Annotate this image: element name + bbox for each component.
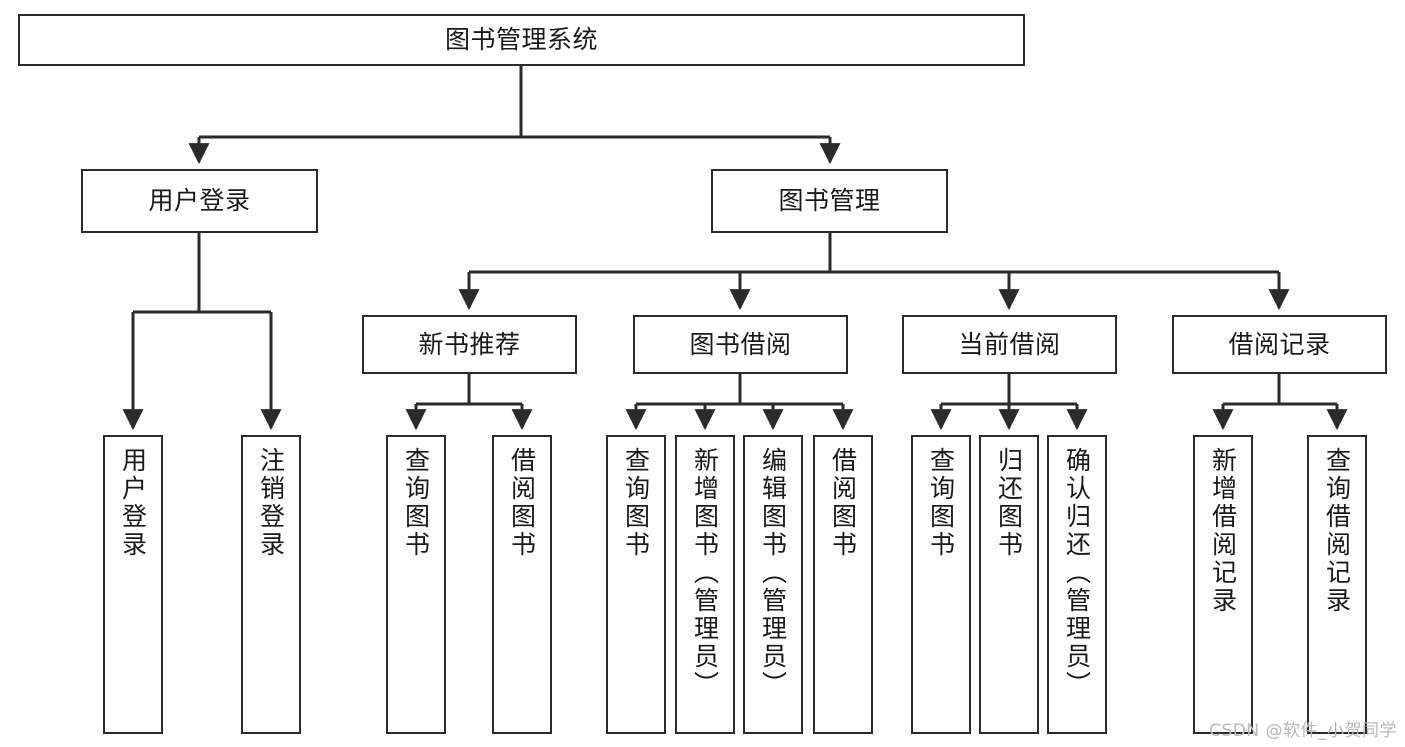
node-label: 查询图书 (621, 447, 651, 559)
leaf-add-book-admin[interactable]: 新增图书（管理员） (675, 435, 735, 734)
leaf-query-borrow-record[interactable]: 查询借阅记录 (1307, 435, 1367, 734)
node-label: 借阅记录 (1228, 329, 1331, 359)
leaf-query-book-current[interactable]: 查询图书 (911, 435, 971, 734)
node-label: 归还图书 (994, 447, 1024, 559)
node-label: 编辑图书（管理员） (758, 447, 788, 699)
leaf-query-book-borrow[interactable]: 查询图书 (606, 435, 666, 734)
node-new-book-recommend[interactable]: 新书推荐 (362, 315, 577, 374)
node-label: 查询图书 (926, 447, 956, 559)
node-label: 用户登录 (118, 447, 148, 559)
node-label: 新增图书（管理员） (690, 447, 720, 699)
leaf-borrow-book[interactable]: 借阅图书 (813, 435, 873, 734)
node-label: 确认归还（管理员） (1062, 447, 1092, 699)
node-label: 新书推荐 (418, 329, 521, 359)
node-book-borrow[interactable]: 图书借阅 (633, 315, 848, 374)
node-label: 图书管理系统 (444, 25, 598, 54)
node-current-borrow[interactable]: 当前借阅 (902, 315, 1117, 374)
node-label: 借阅图书 (507, 447, 537, 559)
node-label: 当前借阅 (958, 329, 1061, 359)
node-root-system[interactable]: 图书管理系统 (18, 14, 1025, 66)
leaf-user-login[interactable]: 用户登录 (103, 435, 163, 734)
watermark-text: CSDN @软件_小贺同学 (1209, 721, 1397, 741)
node-label: 查询借阅记录 (1322, 447, 1352, 615)
leaf-confirm-return-admin[interactable]: 确认归还（管理员） (1047, 435, 1107, 734)
node-label: 查询图书 (401, 447, 431, 559)
leaf-edit-book-admin[interactable]: 编辑图书（管理员） (743, 435, 803, 734)
node-book-management[interactable]: 图书管理 (711, 169, 948, 233)
leaf-logout[interactable]: 注销登录 (241, 435, 301, 734)
node-label: 用户登录 (148, 186, 251, 215)
node-user-login[interactable]: 用户登录 (81, 169, 318, 233)
node-label: 图书借阅 (689, 329, 792, 359)
node-label: 新增借阅记录 (1208, 447, 1238, 615)
node-label: 注销登录 (256, 447, 286, 559)
leaf-borrow-book-recommend[interactable]: 借阅图书 (492, 435, 552, 734)
leaf-add-borrow-record[interactable]: 新增借阅记录 (1193, 435, 1253, 734)
leaf-query-book-recommend[interactable]: 查询图书 (386, 435, 446, 734)
node-borrow-records[interactable]: 借阅记录 (1172, 315, 1387, 374)
node-label: 图书管理 (778, 186, 881, 215)
node-label: 借阅图书 (828, 447, 858, 559)
leaf-return-book[interactable]: 归还图书 (979, 435, 1039, 734)
